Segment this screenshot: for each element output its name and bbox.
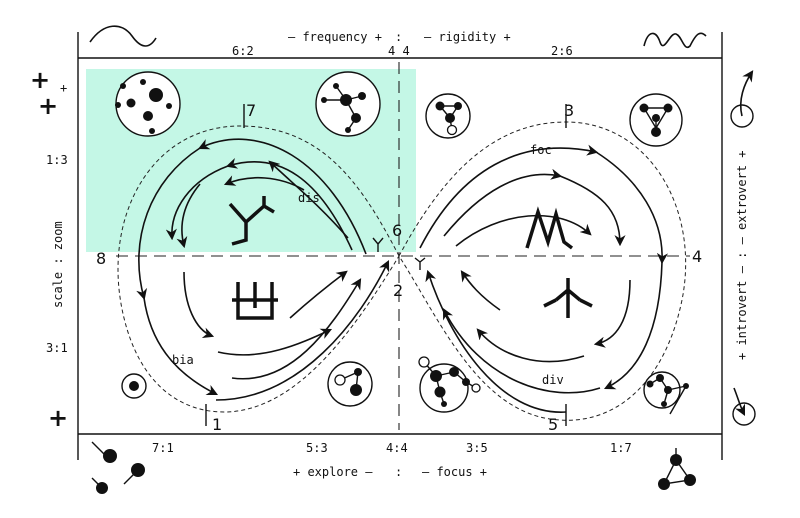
marker-6: 6 — [392, 221, 402, 240]
frame — [77, 32, 723, 460]
center-branch-right-icon — [414, 257, 426, 270]
cluster-top-left-icon — [115, 71, 181, 137]
ratio-3-5: 3:5 — [466, 441, 488, 455]
rotate-up-icon — [730, 70, 754, 128]
right-lobe-envelope — [398, 121, 687, 421]
bottom-colon: : — [395, 465, 402, 479]
plus-top-second: + — [38, 92, 58, 120]
left-lobe-envelope — [117, 125, 400, 413]
right-lobe-flows — [419, 144, 669, 413]
cluster-bottom-right-icon — [643, 371, 689, 415]
introvert-extrovert-label: + introvert – : – extrovert + — [735, 150, 749, 360]
ratio-5-3: 5:3 — [306, 441, 328, 455]
ratio-1-3: 1:3 — [46, 153, 68, 167]
branch-glyph-right-icon — [543, 278, 593, 318]
rigidity-label: – rigidity + — [424, 30, 511, 44]
marker-7: 7 — [246, 101, 256, 120]
explore-label: + explore – — [293, 465, 373, 479]
scattered-nodes-icon — [91, 441, 145, 494]
cluster-top-center-right-icon — [425, 93, 471, 139]
plus-top-big: + — [30, 66, 50, 94]
ratio-3-1: 3:1 — [46, 341, 68, 355]
ratio-2-6: 2:6 — [551, 44, 573, 58]
marker-2: 2 — [393, 281, 403, 300]
plus-top-small: + — [60, 81, 67, 95]
center-branch-left-icon — [372, 237, 384, 252]
plus-bottom: + — [48, 404, 68, 432]
ratio-6-2: 6:2 — [232, 44, 254, 58]
low-frequency-wave-icon — [89, 25, 157, 47]
ratio-4-4-bottom: 4:4 — [386, 441, 408, 455]
cluster-bottom-center-icon — [418, 356, 481, 413]
ratio-7-1: 7:1 — [152, 441, 174, 455]
ratio-1-7: 1:7 — [610, 441, 632, 455]
trident-glyph-icon — [232, 282, 278, 320]
cluster-top-middle-icon — [315, 71, 381, 137]
marker-5: 5 — [548, 415, 558, 434]
high-frequency-wave-icon — [643, 32, 707, 49]
cluster-top-right-icon — [629, 93, 683, 147]
focus-label: – focus + — [422, 465, 487, 479]
branch-glyph-left-icon — [228, 196, 275, 246]
top-colon: : — [395, 30, 402, 44]
marker-1: 1 — [212, 415, 222, 434]
bia-label: bia — [172, 353, 194, 367]
cluster-bottom-middle-icon — [327, 361, 373, 407]
cluster-bottom-left-icon — [121, 373, 147, 399]
dis-label: dis — [298, 191, 320, 205]
rotate-down-icon — [732, 387, 756, 426]
scale-zoom-label: scale : zoom — [51, 221, 65, 308]
connected-triangle-icon — [658, 448, 696, 490]
peaks-glyph-icon — [525, 206, 574, 250]
left-lobe-flows — [136, 138, 390, 401]
marker-4: 4 — [692, 247, 702, 266]
frequency-label: – frequency + — [288, 30, 382, 44]
marker-3: 3 — [564, 101, 574, 120]
ratio-4-4-top: 4 4 — [388, 44, 410, 58]
div-label: div — [542, 373, 564, 387]
marker-8: 8 — [96, 249, 106, 268]
foc-label: foc — [530, 143, 552, 157]
